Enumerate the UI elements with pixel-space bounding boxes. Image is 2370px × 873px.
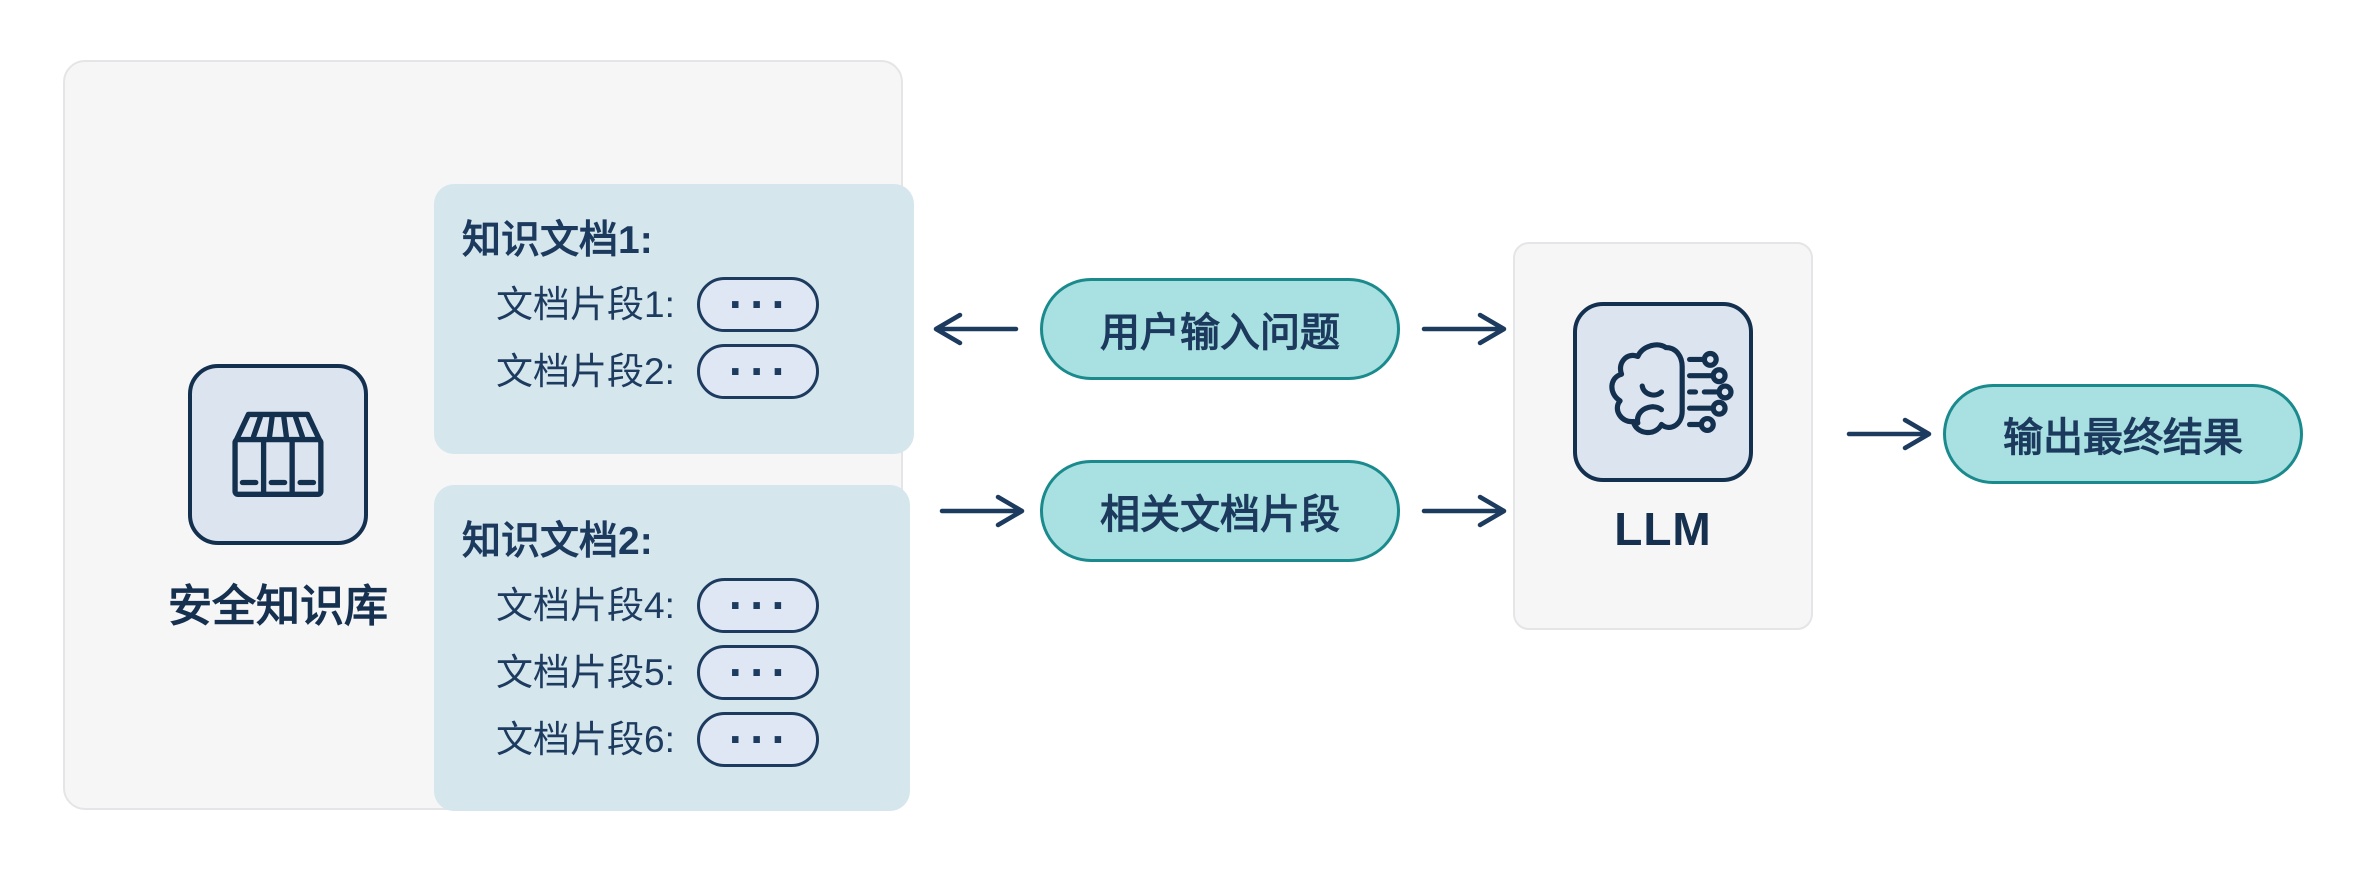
library-books-icon bbox=[232, 411, 324, 498]
fragment-label: 文档片段4: bbox=[496, 584, 675, 626]
fragment-row: 文档片段1: ··· bbox=[496, 276, 886, 332]
fragment-ellipsis-chip: ··· bbox=[696, 644, 819, 700]
fragment-ellipsis-chip: ··· bbox=[696, 711, 819, 767]
fragment-label: 文档片段6: bbox=[496, 718, 675, 760]
llm-label: LLM bbox=[1614, 503, 1712, 555]
arrow-user-query-to-knowledge-base-icon bbox=[933, 312, 1019, 346]
arrow-related-fragments-to-llm-icon bbox=[1421, 494, 1507, 528]
fragment-label: 文档片段5: bbox=[496, 651, 675, 693]
knowledge-base-label: 安全知识库 bbox=[168, 582, 388, 631]
fragment-row: 文档片段2: ··· bbox=[496, 343, 886, 399]
fragment-label: 文档片段2: bbox=[496, 350, 675, 392]
output-result-pill: 输出最终结果 bbox=[1943, 384, 2303, 484]
llm-icon-box bbox=[1573, 302, 1753, 482]
knowledge-document-2-title: 知识文档2: bbox=[462, 520, 653, 563]
fragment-label: 文档片段1: bbox=[496, 283, 675, 325]
knowledge-document-1-box: 知识文档1: 文档片段1: ··· 文档片段2: ··· bbox=[434, 184, 914, 454]
related-fragments-pill: 相关文档片段 bbox=[1040, 460, 1400, 562]
ellipsis-icon: ··· bbox=[728, 646, 793, 699]
fragment-ellipsis-chip: ··· bbox=[696, 343, 819, 399]
fragment-row: 文档片段5: ··· bbox=[496, 644, 882, 700]
arrow-knowledge-base-to-related-fragments-icon bbox=[939, 494, 1025, 528]
knowledge-document-1-title: 知识文档1: bbox=[462, 219, 653, 262]
arrow-llm-to-output-icon bbox=[1846, 417, 1932, 451]
knowledge-base-panel: 知识文档1: 文档片段1: ··· 文档片段2: ··· 知识文档2: 文档片段… bbox=[63, 60, 914, 811]
knowledge-document-2-box: 知识文档2: 文档片段4: ··· 文档片段5: ··· 文档片段6: ··· bbox=[434, 485, 910, 811]
knowledge-base-icon-box bbox=[188, 364, 368, 545]
brain-circuit-icon bbox=[1609, 342, 1734, 436]
fragment-row: 文档片段4: ··· bbox=[496, 577, 882, 633]
ellipsis-icon: ··· bbox=[728, 579, 793, 632]
ellipsis-icon: ··· bbox=[728, 713, 793, 766]
arrow-user-query-to-llm-icon bbox=[1421, 312, 1507, 346]
ellipsis-icon: ··· bbox=[728, 278, 793, 331]
fragment-ellipsis-chip: ··· bbox=[696, 276, 819, 332]
user-query-pill: 用户输入问题 bbox=[1040, 278, 1400, 380]
fragment-row: 文档片段6: ··· bbox=[496, 711, 882, 767]
fragment-ellipsis-chip: ··· bbox=[696, 577, 819, 633]
ellipsis-icon: ··· bbox=[728, 345, 793, 398]
